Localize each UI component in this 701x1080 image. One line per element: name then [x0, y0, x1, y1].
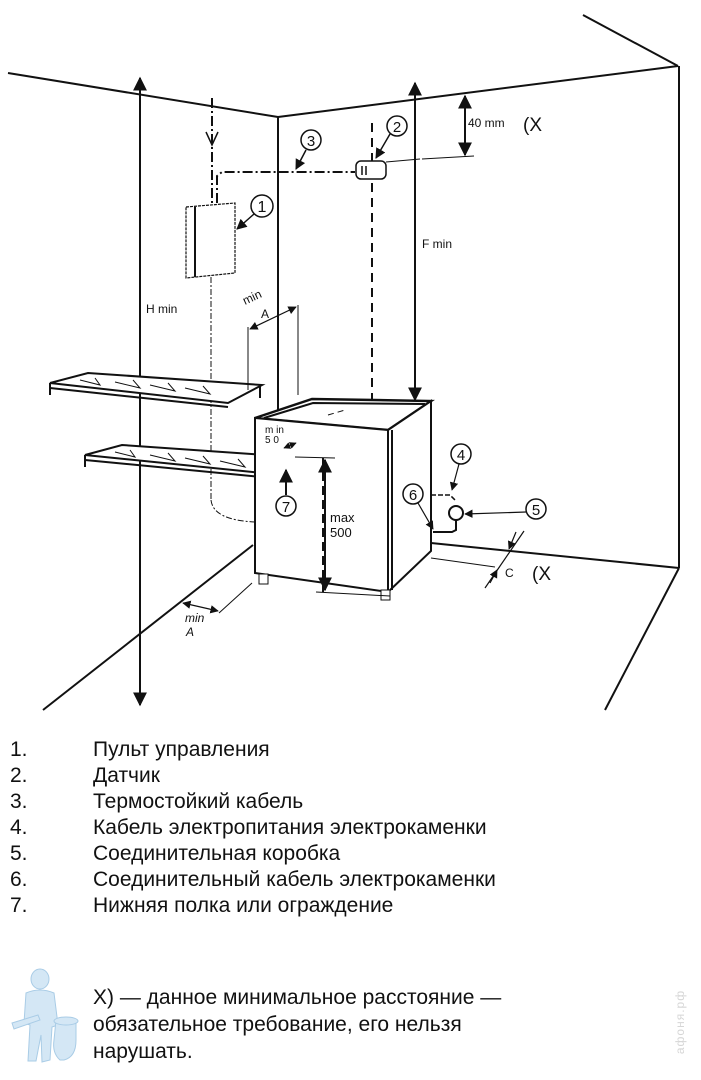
legend-item-number: 2.	[10, 764, 28, 787]
control-unit	[185, 202, 236, 279]
room-walls	[7, 14, 680, 711]
legend-item: 4. Кабель электропитания электрокаменки	[0, 814, 701, 842]
min-a-lower-label-2: A	[185, 625, 194, 639]
ceiling-left-edge	[7, 72, 279, 118]
callout-1-label: 1	[258, 199, 267, 216]
floor-back-edge	[430, 542, 680, 569]
legend-item-text: Соединительный кабель электрокаменки	[93, 868, 496, 891]
callout-3: 3	[295, 129, 322, 170]
legend-item-text: Пульт управления	[93, 738, 270, 761]
legend-item: 6. Соединительный кабель электрокаменки	[0, 866, 701, 894]
note-line-1: X) — данное минимальное расстояние —	[93, 986, 502, 1009]
installation-diagram: H min F min 40 mm (X	[7, 14, 680, 711]
c-label: C	[505, 566, 514, 580]
plumber-mascot-icon	[11, 968, 79, 1063]
ceiling-right-edge	[277, 65, 679, 118]
watermark-text: афоня.рф	[673, 989, 687, 1055]
legend-item-text: Кабель электропитания электрокаменки	[93, 816, 487, 839]
callout-5: 5	[464, 498, 547, 520]
callout-4: 4	[449, 443, 472, 491]
c-mark: (X	[532, 564, 551, 585]
c-clearance-dimension: C (X	[430, 530, 551, 589]
callout-2: 2	[375, 115, 408, 159]
f-min-dimension: F min	[408, 81, 452, 402]
legend-item-text: Соединительная коробка	[93, 842, 341, 865]
legend-item: 5. Соединительная коробка	[0, 840, 701, 868]
ceiling-clearance-dimension: 40 mm (X	[421, 94, 542, 160]
min-a-upper-label-1: min	[240, 287, 263, 308]
min-a-lower-label-1: min	[185, 611, 205, 625]
top-clearance-label: 40 mm	[468, 116, 505, 130]
legend-item-number: 5.	[10, 842, 28, 865]
floor-left-edge	[42, 544, 254, 711]
legend-item-number: 6.	[10, 868, 28, 891]
callout-3-label: 3	[307, 133, 315, 150]
right-floor-edge	[604, 567, 680, 711]
junction-box	[431, 494, 464, 533]
watermark: афоня.рф	[665, 972, 695, 1072]
min-a-upper-label-2: A	[261, 307, 269, 321]
callout-5-label: 5	[532, 502, 540, 519]
top-clearance-mark: (X	[523, 115, 542, 136]
note-line-3: нарушать.	[93, 1040, 193, 1063]
min-a-lower-dimension: min A	[182, 582, 253, 639]
legend-item-number: 3.	[10, 790, 28, 813]
callout-6: 6	[402, 483, 434, 530]
legend-item: 2. Датчик	[0, 762, 701, 790]
legend-item-number: 1.	[10, 738, 28, 761]
callout-6-label: 6	[409, 487, 417, 504]
legend-item-number: 7.	[10, 894, 28, 917]
min-a-upper-dimension: min A	[240, 287, 299, 395]
callout-2-label: 2	[393, 119, 401, 136]
legend-item: 7. Нижняя полка или ограждение	[0, 892, 701, 920]
ceiling-far-edge	[582, 14, 679, 67]
min-50-dimension: m in 5 0	[265, 425, 336, 459]
note-line-2: обязательное требование, его нельзя	[93, 1013, 462, 1036]
max-500-label-2: 500	[330, 525, 352, 540]
callout-4-label: 4	[457, 447, 465, 464]
legend-item-text: Датчик	[93, 764, 160, 787]
legend-item-text: Нижняя полка или ограждение	[93, 894, 394, 917]
requirement-note: X) — данное минимальное расстояние — обя…	[93, 984, 653, 1065]
min-50-label-1: m in	[265, 425, 284, 436]
legend-item: 3. Термостойкий кабель	[0, 788, 701, 816]
heat-resistant-cable	[216, 171, 355, 203]
min-50-label-2: 5 0	[265, 435, 279, 446]
h-min-label: H min	[146, 302, 177, 316]
callout-1: 1	[236, 194, 274, 230]
legend-item-text: Термостойкий кабель	[93, 790, 304, 813]
legend-item: 1. Пульт управления	[0, 736, 701, 764]
upper-shelf	[49, 371, 266, 408]
sensor	[355, 123, 421, 405]
callout-7-label: 7	[282, 499, 290, 516]
max-500-label-1: max	[330, 510, 355, 525]
f-min-label: F min	[422, 237, 452, 251]
callout-7: 7	[275, 468, 297, 517]
max-500-dimension: max 500	[315, 458, 391, 597]
legend-item-number: 4.	[10, 816, 28, 839]
